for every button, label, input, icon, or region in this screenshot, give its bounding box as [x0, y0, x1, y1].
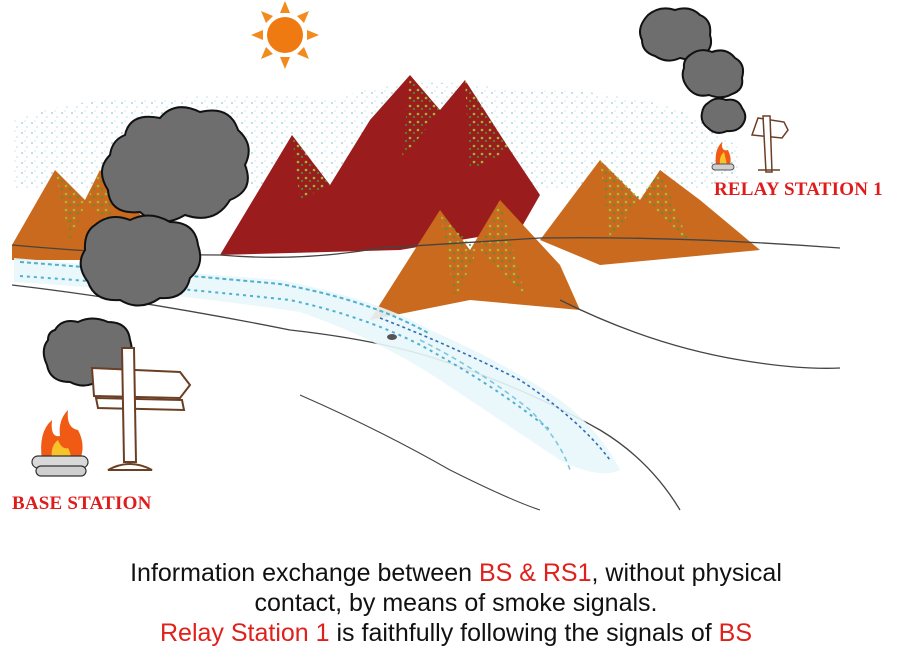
caption: Information exchange between BS & RS1, w… — [0, 558, 912, 648]
caption-line-1-text-a: Information exchange between — [130, 559, 479, 587]
smoke-cloud-icon — [79, 214, 202, 307]
smoke-cloud-icon — [700, 97, 747, 134]
base-station-label: BASE STATION — [12, 493, 152, 514]
campfire-icon — [711, 142, 735, 171]
campfire-icon — [31, 410, 89, 477]
mountains-front — [370, 200, 580, 320]
caption-highlight-bs: BS — [718, 619, 752, 647]
signpost-icon — [750, 115, 789, 173]
caption-line-1-text-c: , without physical — [591, 559, 782, 587]
caption-highlight-bs-rs1: BS & RS1 — [478, 559, 592, 587]
river-rock-icon — [387, 334, 397, 340]
mountains-back — [220, 75, 540, 255]
mountains-right — [540, 160, 760, 265]
relay-station-label: RELAY STATION 1 — [714, 179, 883, 200]
smoke-cloud-icon — [101, 106, 250, 223]
caption-highlight-relay-station: Relay Station 1 — [160, 619, 330, 647]
smoke-cloud-icon — [681, 49, 745, 99]
caption-line-3: Relay Station 1 is faithfully following … — [0, 618, 912, 648]
caption-line-3-text-b: is faithfully following the signals of — [329, 619, 719, 647]
signpost-icon — [90, 347, 192, 471]
caption-line-1: Information exchange between BS & RS1, w… — [0, 558, 912, 588]
caption-line-2: contact, by means of smoke signals. — [254, 589, 658, 617]
sun-icon — [251, 1, 319, 69]
